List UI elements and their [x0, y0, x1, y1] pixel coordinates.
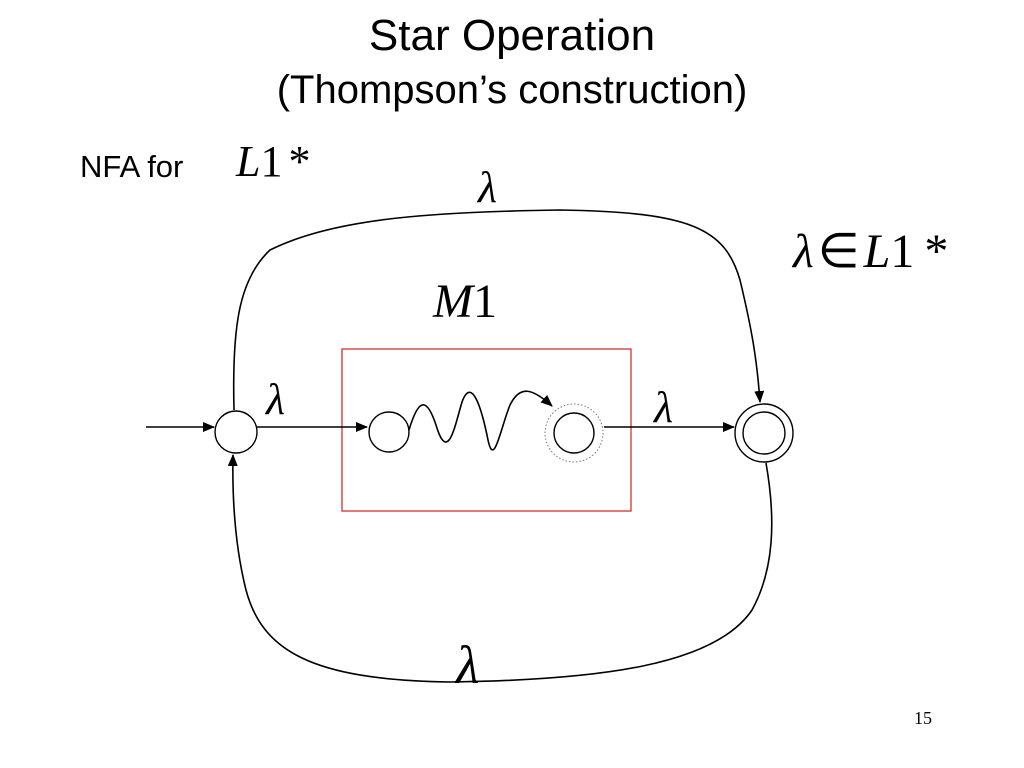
- page-number: 15: [914, 708, 932, 728]
- inner-initial-state: [368, 411, 410, 453]
- nfa-for-label: NFA for: [80, 149, 184, 184]
- member-of-symbol: ∈: [817, 225, 860, 278]
- lambda-in-language-expression: λ∈L1*: [793, 228, 948, 276]
- machine-symbol: M: [433, 275, 473, 328]
- language-symbol: L: [236, 137, 261, 186]
- machine-internal-path: [408, 390, 553, 451]
- star-symbol: *: [924, 225, 949, 278]
- machine-subscript: 1: [472, 275, 497, 328]
- language-subscript: 1: [260, 137, 283, 186]
- lambda-label-start-transition: λ: [266, 375, 286, 424]
- inner-final-state: [553, 412, 595, 454]
- language-symbol: L: [863, 225, 891, 278]
- accept-state-inner: [742, 411, 786, 455]
- slide-subtitle: (Thompson’s construction): [276, 68, 748, 112]
- language-subscript: 1: [890, 225, 915, 278]
- top-lambda-transition: [232, 209, 765, 411]
- start-state: [214, 410, 258, 454]
- language-star-expression: L1*: [236, 140, 310, 184]
- machine-label: M1: [433, 278, 497, 326]
- lambda-symbol: λ: [793, 225, 814, 278]
- star-symbol: *: [288, 137, 311, 186]
- lambda-label-top-transition: λ: [478, 163, 498, 212]
- machine-box: [341, 348, 632, 512]
- inner-final-state-outline: [544, 403, 604, 463]
- slide-title: Star Operation: [368, 11, 656, 60]
- lambda-label-loop-transition: λ: [456, 635, 480, 695]
- loop-lambda-transition: [227, 454, 773, 683]
- lambda-label-final-transition: λ: [654, 383, 674, 432]
